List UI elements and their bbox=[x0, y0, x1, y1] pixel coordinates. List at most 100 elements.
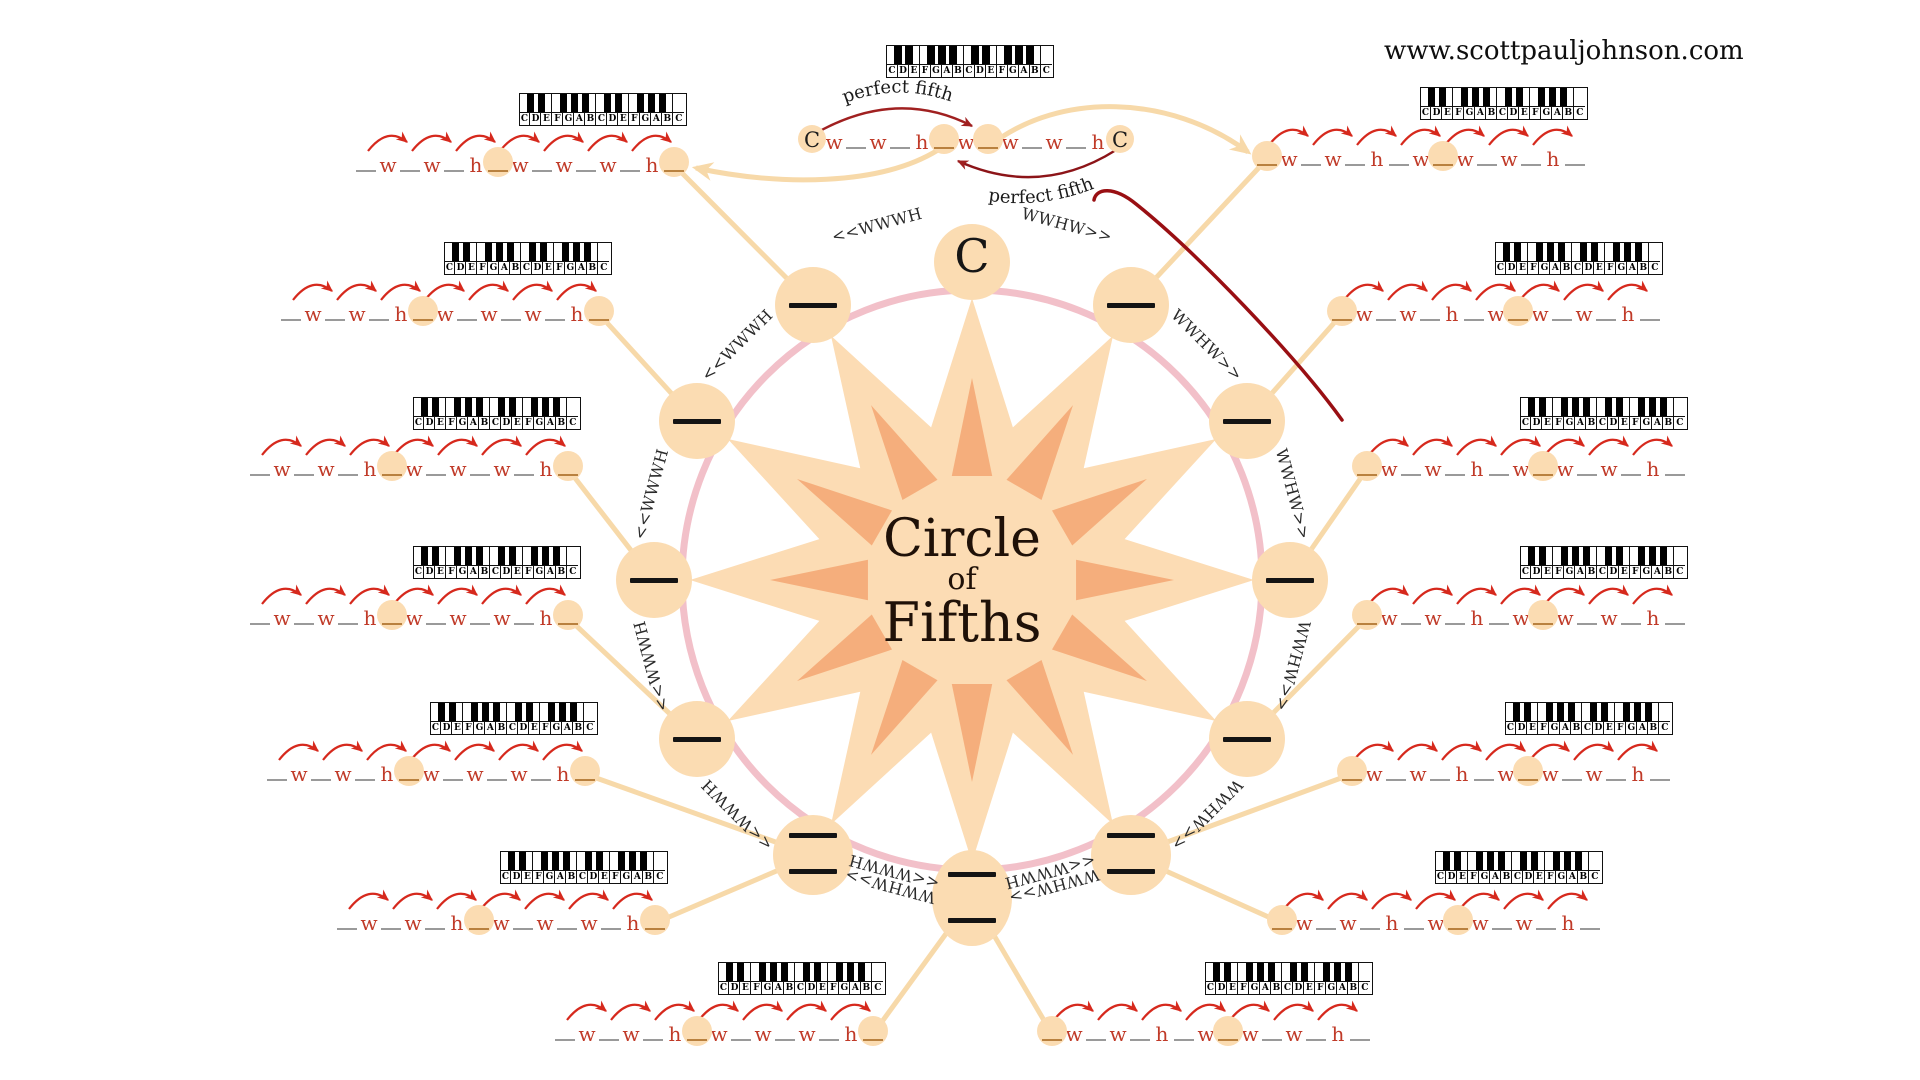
interval-letter: h bbox=[1631, 762, 1645, 786]
white-key: E bbox=[1519, 88, 1531, 119]
blank-line bbox=[443, 779, 463, 781]
blank-line bbox=[1565, 164, 1585, 166]
white-key: E bbox=[1619, 398, 1631, 429]
fifth-node bbox=[1337, 756, 1367, 786]
blank-slot bbox=[1604, 760, 1628, 784]
blank-slot bbox=[555, 909, 579, 933]
key-letter: C bbox=[413, 565, 424, 577]
interval-letter: h bbox=[915, 130, 929, 154]
interval-letter: h bbox=[1621, 302, 1635, 326]
key-letter: E bbox=[908, 64, 919, 76]
black-key bbox=[780, 963, 789, 981]
interval-letter: w bbox=[1600, 606, 1618, 630]
interval-letter: w bbox=[510, 762, 528, 786]
blank-line bbox=[267, 779, 287, 781]
blank-slot bbox=[468, 604, 492, 628]
fifth-node-slot bbox=[584, 296, 614, 326]
key-letter: E bbox=[512, 416, 523, 428]
key-letter: D bbox=[1216, 981, 1227, 993]
interval-letter: w bbox=[1241, 1022, 1259, 1046]
black-key bbox=[1560, 547, 1569, 565]
black-key bbox=[1637, 398, 1646, 416]
key-letter: C bbox=[444, 261, 455, 273]
key-letter: G bbox=[1464, 106, 1475, 118]
key-letter: C bbox=[1435, 870, 1446, 882]
blank-line bbox=[1665, 474, 1685, 476]
blank-slot bbox=[773, 1020, 797, 1044]
white-key: E bbox=[599, 852, 611, 883]
blank-line bbox=[1376, 319, 1396, 321]
key-letter: C bbox=[490, 565, 501, 577]
key-letter: B bbox=[952, 64, 963, 76]
blank-line bbox=[1577, 474, 1597, 476]
blank-slot bbox=[1384, 760, 1408, 784]
key-letter: E bbox=[452, 721, 463, 733]
black-key bbox=[905, 46, 913, 64]
blank-slot bbox=[248, 455, 272, 479]
black-key bbox=[1538, 398, 1547, 416]
white-key: B bbox=[510, 243, 522, 274]
key-letter: B bbox=[1561, 261, 1572, 273]
fifth-node-slot bbox=[1528, 600, 1558, 630]
key-letter: C bbox=[795, 981, 806, 993]
key-letter: A bbox=[1575, 565, 1586, 577]
key-letter: D bbox=[1508, 106, 1519, 118]
tonic-slot: C bbox=[1106, 125, 1134, 153]
blank-line bbox=[620, 170, 640, 172]
key-letter: E bbox=[1527, 721, 1538, 733]
key-letter: B bbox=[784, 981, 795, 993]
fifth-node bbox=[929, 124, 959, 154]
white-key: C bbox=[872, 963, 884, 994]
blank-line bbox=[426, 623, 446, 625]
white-key: E bbox=[1604, 703, 1616, 734]
interval-letter: w bbox=[1045, 130, 1063, 154]
interval-letter: w bbox=[422, 762, 440, 786]
blank-line bbox=[1404, 928, 1424, 930]
blank-slot bbox=[1648, 760, 1672, 784]
white-key: B bbox=[566, 852, 578, 883]
black-key bbox=[1571, 398, 1580, 416]
black-key bbox=[1552, 852, 1561, 870]
black-key bbox=[1515, 88, 1524, 106]
black-key bbox=[1502, 243, 1511, 261]
interval-letter: h bbox=[380, 762, 394, 786]
key-letter: F bbox=[1553, 416, 1564, 428]
blank-dash bbox=[1266, 578, 1314, 583]
blank-line bbox=[1272, 928, 1292, 930]
black-key bbox=[1623, 243, 1632, 261]
fifth-node-slot bbox=[1252, 141, 1282, 171]
blank-line bbox=[311, 779, 331, 781]
fifth-node-slot bbox=[570, 756, 600, 786]
black-key bbox=[561, 243, 570, 261]
interval-letter: w bbox=[1424, 606, 1442, 630]
key-letter: E bbox=[1519, 106, 1530, 118]
key-letter: C bbox=[519, 112, 530, 124]
interval-letter: w bbox=[317, 606, 335, 630]
fifth-node bbox=[408, 296, 438, 326]
fifth-node-slot bbox=[553, 600, 583, 630]
black-key bbox=[1600, 703, 1609, 721]
interval-letter: w bbox=[524, 302, 542, 326]
blank-slot bbox=[1020, 128, 1044, 152]
interval-letter: h bbox=[1445, 302, 1459, 326]
key-letter: C bbox=[1572, 261, 1583, 273]
fifth-node bbox=[1528, 451, 1558, 481]
fifth-node bbox=[1252, 141, 1282, 171]
white-key: C bbox=[1649, 243, 1661, 274]
black-key bbox=[497, 547, 506, 565]
blank-slot bbox=[1128, 1020, 1152, 1044]
black-key bbox=[636, 94, 645, 112]
blank-dash bbox=[1107, 833, 1155, 839]
key-letter: E bbox=[1534, 870, 1545, 882]
key-letter: D bbox=[455, 261, 466, 273]
black-key bbox=[530, 547, 539, 565]
key-letter: A bbox=[1552, 106, 1563, 118]
interval-letter: w bbox=[869, 130, 887, 154]
blank-slot bbox=[1575, 604, 1599, 628]
key-letter: D bbox=[518, 721, 529, 733]
